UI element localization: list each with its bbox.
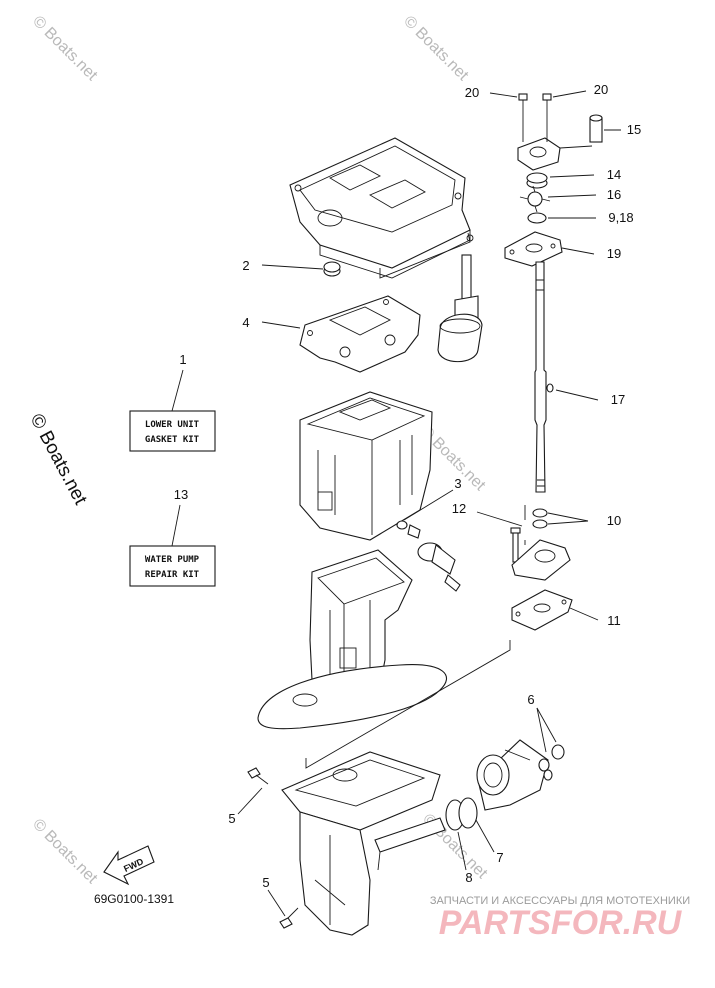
callout-5-upper: 5	[228, 811, 235, 826]
leader-line	[171, 369, 184, 412]
callout-1: 1	[179, 352, 186, 367]
watermark-top-left: © Boats.net	[29, 13, 101, 85]
bearing-10: 10	[532, 508, 621, 529]
callout-10: 10	[607, 513, 621, 528]
callout-3: 3	[454, 476, 461, 491]
callout-13: 13	[174, 487, 188, 502]
callout-15: 15	[627, 122, 641, 137]
diagram-code: 69G0100-1391	[94, 892, 174, 906]
gasket-4: 4	[242, 295, 421, 373]
callout-2: 2	[242, 258, 249, 273]
brand-logo: PARTSFOR.RU	[439, 904, 683, 942]
outer-plate-19: 19	[504, 231, 621, 267]
propeller-shaft-housing: 6 7 8	[445, 692, 565, 885]
callout-16: 16	[607, 187, 621, 202]
kit-box	[129, 410, 216, 452]
kit-line1: LOWER UNIT	[145, 420, 200, 430]
pump-base-12: 12	[452, 501, 571, 581]
lower-case	[281, 751, 446, 936]
callout-12: 12	[452, 501, 466, 516]
watermark-top-right: © Boats.net	[400, 13, 472, 85]
kit-box	[129, 545, 216, 587]
pump-housing-15: 15	[517, 114, 641, 171]
shift-rod-assembly	[437, 254, 483, 363]
gasket-11: 11	[511, 589, 621, 631]
callout-19: 19	[607, 246, 621, 261]
kit-water-pump-repair: WATER PUMP REPAIR KIT 13	[129, 487, 216, 587]
leader-line	[171, 504, 181, 547]
impeller-16: 16	[519, 185, 621, 213]
watermark-bottom-left: © Boats.net	[29, 816, 101, 888]
oil-seal-2: 2	[242, 258, 341, 277]
callout-20-left: 20	[465, 85, 479, 100]
callout-5-lower: 5	[262, 875, 269, 890]
callout-20-right: 20	[594, 82, 608, 97]
drive-shaft-17: 17	[534, 261, 625, 493]
callout-11: 11	[607, 613, 621, 628]
kit-line2: GASKET KIT	[145, 435, 200, 445]
water-pump-bolts-20: 20 20	[465, 82, 608, 130]
bolt-5-lower: 5	[262, 875, 299, 929]
kit-line2: REPAIR KIT	[145, 570, 200, 580]
bolt-5-upper: 5	[228, 767, 269, 826]
callout-14: 14	[607, 167, 621, 182]
forward-arrow-icon: FWD	[103, 845, 155, 886]
o-ring-9-18: 9,18	[527, 210, 634, 225]
callout-17: 17	[611, 392, 625, 407]
callout-8: 8	[465, 870, 472, 885]
kit-lower-unit-gasket: LOWER UNIT GASKET KIT 1	[129, 352, 216, 452]
callout-6: 6	[527, 692, 534, 707]
upper-casing	[299, 391, 433, 541]
drive-shaft-housing	[257, 549, 448, 730]
callout-4: 4	[242, 315, 249, 330]
insert-cartridge-14: 14	[526, 167, 621, 189]
part-3-assembly: 3	[396, 476, 462, 592]
side-watermark: © Boats.net	[26, 410, 92, 508]
brand-tagline: ЗАПЧАСТИ И АКСЕССУАРЫ ДЛЯ МОТОТЕХНИКИ	[430, 895, 690, 907]
upper-casing-cover	[289, 137, 471, 279]
kit-line1: WATER PUMP	[145, 555, 200, 565]
callout-9-18: 9,18	[608, 210, 633, 225]
callout-7: 7	[496, 850, 503, 865]
